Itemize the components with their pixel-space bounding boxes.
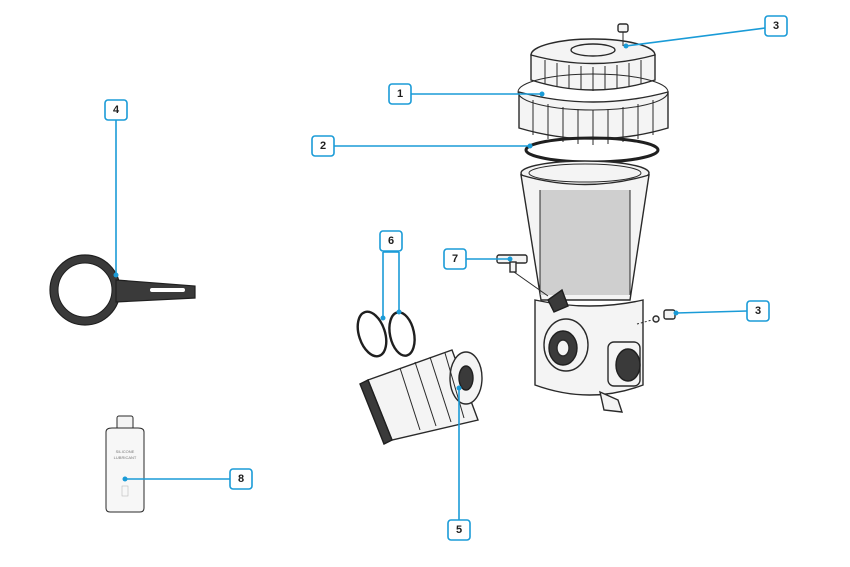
callout-3-right: 3 — [746, 300, 770, 322]
callout-4-label: 4 — [113, 104, 120, 116]
callout-2: 2 — [311, 135, 335, 157]
callout-6-label: 6 — [388, 235, 394, 247]
silicone-lubricant-bottle: SILICONE LUBRICANT — [105, 415, 145, 513]
callout-8: 8 — [229, 468, 253, 490]
callout-2-label: 2 — [320, 140, 326, 152]
callout-7-label: 7 — [452, 253, 458, 265]
callout-6: 6 — [379, 230, 403, 252]
o-rings — [356, 310, 416, 358]
filter-housing — [517, 23, 669, 413]
bottle-label-line1: SILICONE — [116, 449, 135, 454]
callout-5-label: 5 — [456, 524, 462, 536]
drain-plug — [636, 309, 676, 325]
callout-3-top-label: 3 — [773, 20, 779, 32]
filter-wrench — [49, 254, 196, 326]
bottle-label-line2: LUBRICANT — [114, 455, 137, 460]
callout-5: 5 — [447, 519, 471, 541]
callout-1-label: 1 — [397, 88, 403, 100]
callout-3-right-label: 3 — [755, 305, 761, 317]
callout-1: 1 — [388, 83, 412, 105]
callout-8-label: 8 — [238, 473, 244, 485]
callout-3-top: 3 — [764, 15, 788, 37]
callout-7: 7 — [443, 248, 467, 270]
leader-lines — [113, 27, 766, 520]
cartridge — [359, 349, 483, 445]
callout-4: 4 — [104, 99, 128, 121]
